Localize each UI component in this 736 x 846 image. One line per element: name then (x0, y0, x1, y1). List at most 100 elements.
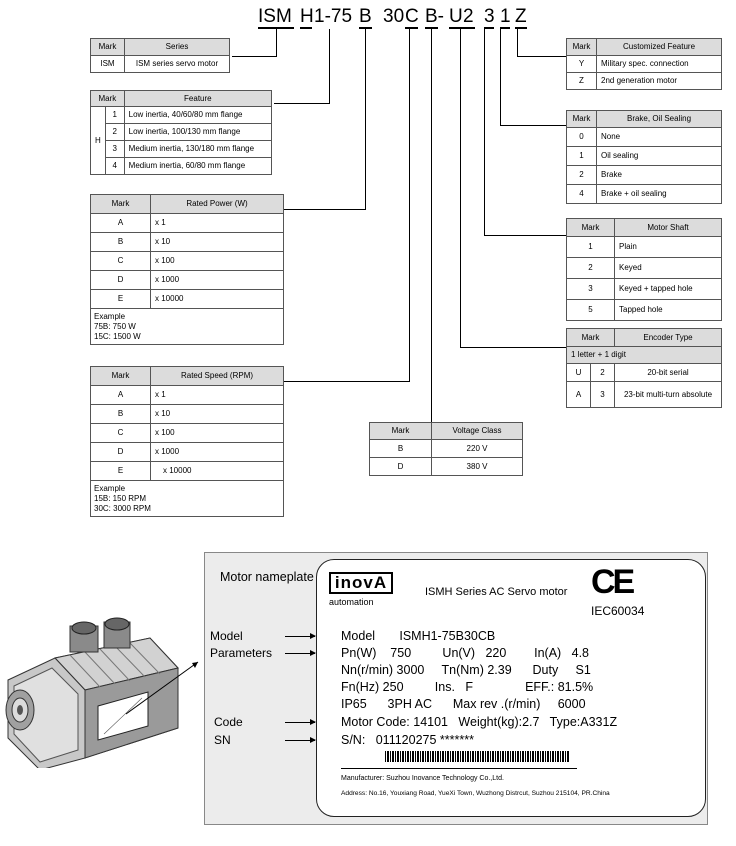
param-line-4: IP65 3PH AC Max rev .(r/min) 6000 (341, 697, 586, 711)
cell: Low inertia, 100/130 mm flange (123, 123, 273, 141)
cell: 5 (566, 299, 615, 321)
cell: Medium inertia, 60/80 mm flange (123, 157, 273, 175)
inova-logo: inovA (329, 572, 393, 594)
cell: 4 (104, 157, 125, 175)
encoder-subheader: 1 letter + 1 digit (566, 346, 722, 364)
cell: B (90, 232, 151, 252)
arrow-model (285, 633, 316, 639)
cell: 1 (104, 106, 125, 124)
code-encoder-digit: 2 (463, 6, 474, 27)
underline-voltage (425, 27, 438, 29)
example-label: Example (94, 483, 126, 493)
header-mark: Mark (566, 38, 597, 56)
cell: x 1000 (150, 270, 284, 290)
cell: x 10 (150, 404, 284, 424)
header-mark: Mark (90, 366, 151, 386)
cell: C (90, 423, 151, 443)
param-line-1: Pn(W) 750 Un(V) 220 In(A) 4.8 (341, 646, 589, 660)
example-line: 15C: 1500 W (94, 331, 141, 341)
cell: C (90, 251, 151, 271)
servo-motor-illustration (5, 617, 199, 768)
example-label: Example (94, 311, 126, 321)
underline-custom (515, 27, 527, 29)
cell: 2 (590, 363, 615, 382)
nameplate-caption: Motor nameplate (220, 570, 314, 584)
cell: 0 (566, 127, 597, 147)
nameplate: inovA automation ISMH Series AC Servo mo… (316, 559, 706, 817)
separator-line (341, 768, 577, 769)
underline-encoder (449, 27, 475, 29)
cell: D (90, 270, 151, 290)
model-line: Model ISMH1-75B30CB (341, 629, 496, 643)
cell: Military spec. connection (596, 55, 722, 73)
cell: H (90, 106, 106, 175)
header-mark: Mark (566, 218, 615, 237)
cell: Medium inertia, 130/180 mm flange (123, 140, 273, 158)
header-mark: Mark (90, 90, 125, 107)
cell: 23-bit multi-turn absolute (614, 381, 722, 408)
example-line: 15B: 150 RPM (94, 493, 147, 503)
cell: 3 (104, 140, 125, 158)
cell: x 1 (150, 213, 284, 233)
cell: D (369, 457, 432, 476)
cell: 4 (566, 184, 597, 204)
example-line: 30C: 3000 RPM (94, 503, 151, 513)
cell: x 10000 (150, 289, 284, 309)
cell: 3 (566, 278, 615, 300)
cell: Brake (596, 165, 722, 185)
label-parameters: Parameters (210, 646, 273, 660)
cell: 2 (104, 123, 125, 141)
cell: Low inertia, 40/60/80 mm flange (123, 106, 273, 124)
header-encoder: Encoder Type (614, 328, 722, 347)
cell: E (90, 289, 151, 309)
code-speed-mark: C (405, 6, 419, 27)
underline-shaft (484, 27, 494, 29)
header-rated-power: Rated Power (W) (150, 194, 284, 214)
cell: Oil sealing (596, 146, 722, 166)
code-speed: 30 (383, 6, 405, 27)
cell: A (90, 385, 151, 405)
code-series: ISM (258, 6, 292, 27)
cell: 380 V (431, 457, 523, 476)
cell: 2 (566, 165, 597, 185)
header-series: Series (124, 38, 230, 56)
cell: ISM (90, 55, 125, 73)
code-power-mark: B (359, 6, 372, 27)
code-shaft: 3 (484, 6, 495, 27)
cell: Keyed + tapped hole (614, 278, 722, 300)
cell: B (90, 404, 151, 424)
cell: 2 (566, 257, 615, 279)
cell: 3 (590, 381, 615, 408)
code-feature-power: 1-75 (314, 6, 353, 27)
cell: x 10 (150, 232, 284, 252)
cell: 1 (566, 146, 597, 166)
cell: Y (566, 55, 597, 73)
cell: Keyed (614, 257, 722, 279)
param-line-2: Nn(r/min) 3000 Tn(Nm) 2.39 Duty S1 (341, 663, 591, 677)
barcode (385, 751, 569, 762)
iec-standard: IEC60034 (591, 604, 645, 618)
cell: x 10000 (150, 461, 284, 481)
cell: B (369, 439, 432, 458)
cell: E (90, 461, 151, 481)
ce-mark: CE (591, 563, 635, 601)
cell: 220 V (431, 439, 523, 458)
example-line: 75B: 750 W (94, 321, 136, 331)
cell: x 1 (150, 385, 284, 405)
manufacturer-text: Manufacturer: Suzhou Inovance Technology… (341, 775, 504, 782)
underline-speed (405, 27, 418, 29)
arrow-code (285, 719, 316, 725)
logo-subtitle: automation (329, 597, 374, 607)
header-voltage: Voltage Class (431, 422, 523, 440)
param-line-3: Fn(Hz) 250 Ins. F EFF.: 81.5% (341, 680, 594, 694)
motor-code-line: Motor Code: 14101 Weight(kg):2.7 Type:A3… (341, 715, 618, 729)
cell: None (596, 127, 722, 147)
underline-feature (300, 27, 312, 29)
cell: Z (566, 72, 597, 90)
